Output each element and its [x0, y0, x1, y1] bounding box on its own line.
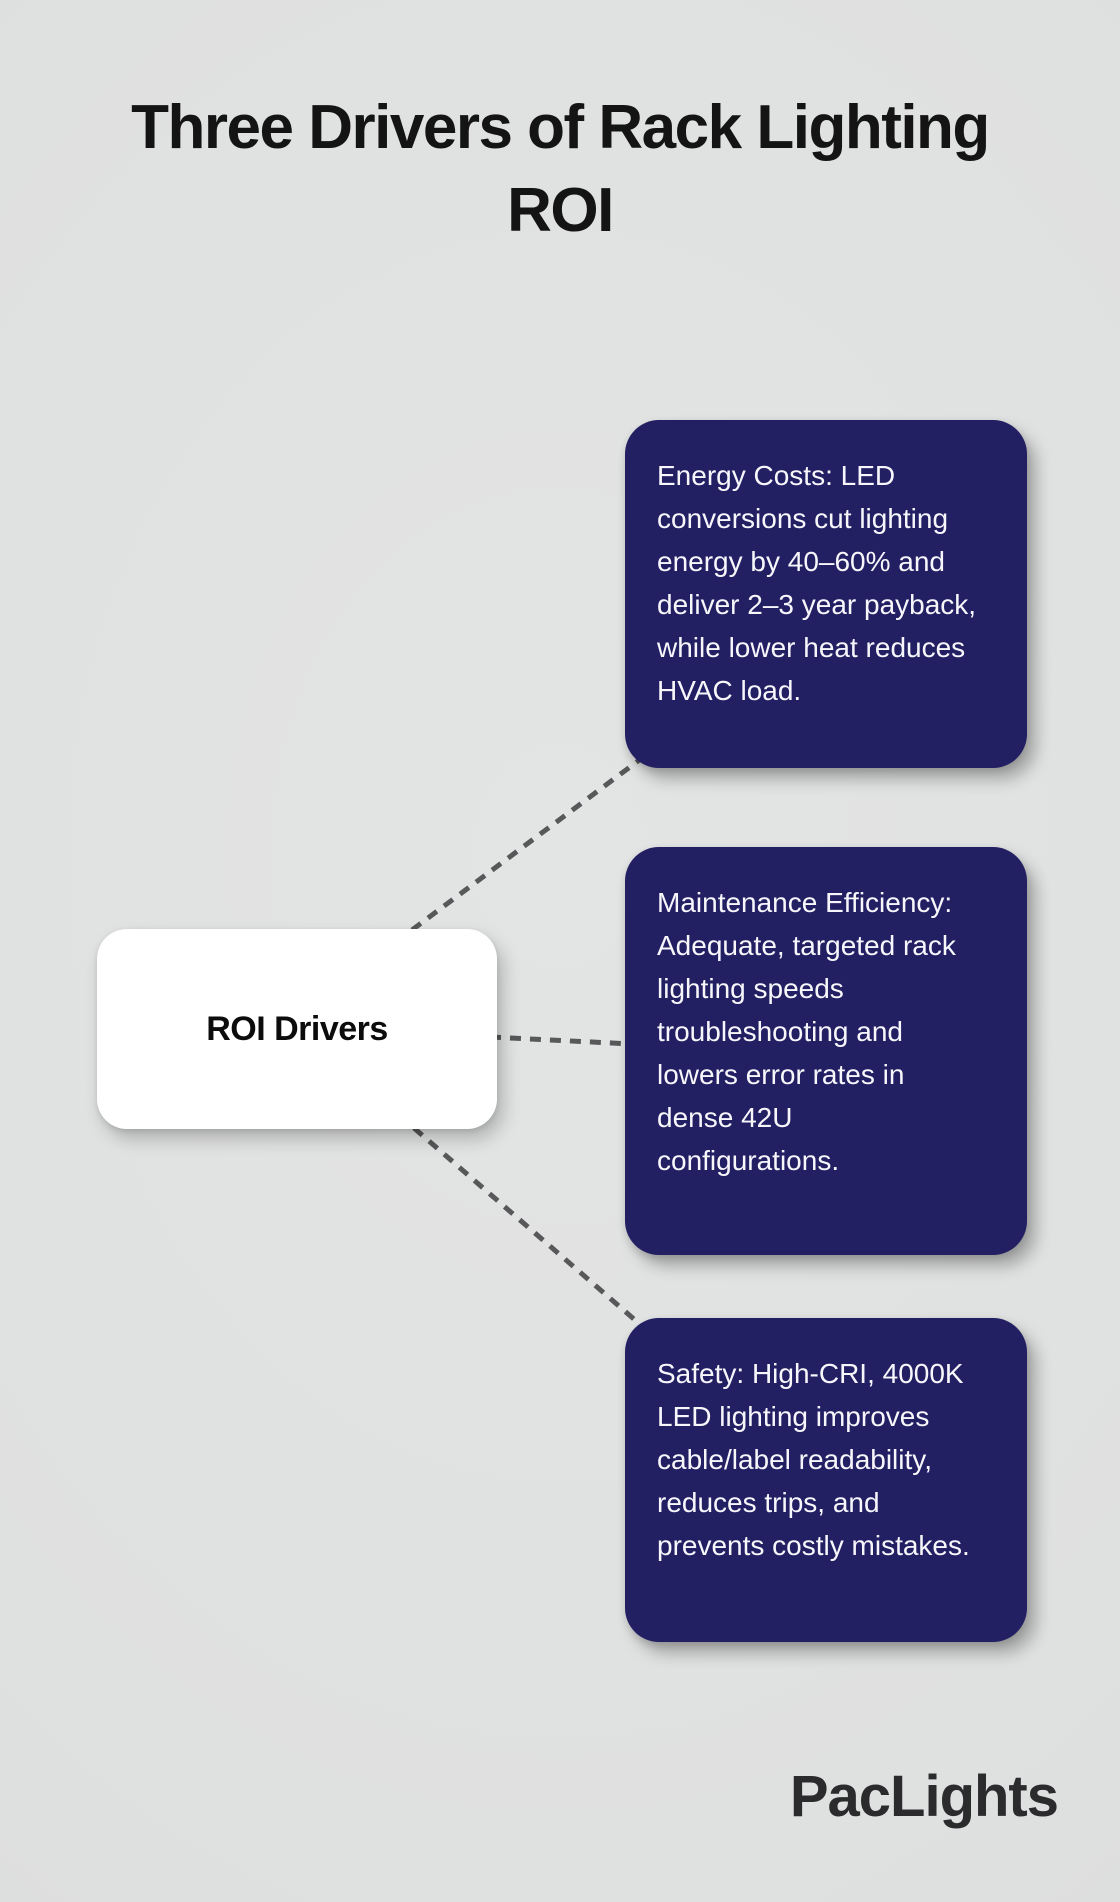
page-title-line-2: ROI	[507, 176, 614, 246]
paclights-logo: PacLights	[789, 1764, 1059, 1829]
driver-card-maintenance-efficiency: Maintenance Efficiency: Adequate, target…	[625, 847, 1027, 1255]
page-title: Three Drivers of Rack Lighting ROI	[0, 86, 1120, 252]
driver-card-energy-costs-text: Energy Costs: LED conversions cut lighti…	[657, 460, 977, 706]
center-node-label: ROI Drivers	[206, 1009, 388, 1048]
connector-line-safety	[412, 1126, 652, 1335]
center-node-roi-drivers: ROI Drivers	[97, 929, 497, 1129]
connector-line-maintenance	[489, 1034, 633, 1047]
driver-card-energy-costs: Energy Costs: LED conversions cut lighti…	[625, 420, 1027, 768]
page-title-line-1: Three Drivers of Rack Lighting	[131, 93, 990, 162]
driver-card-maintenance-efficiency-text: Maintenance Efficiency: Adequate, target…	[657, 887, 956, 1176]
connector-line-energy	[410, 749, 652, 933]
driver-card-safety: Safety: High-CRI, 4000K LED lighting imp…	[625, 1318, 1027, 1642]
driver-card-safety-text: Safety: High-CRI, 4000K LED lighting imp…	[657, 1358, 970, 1561]
